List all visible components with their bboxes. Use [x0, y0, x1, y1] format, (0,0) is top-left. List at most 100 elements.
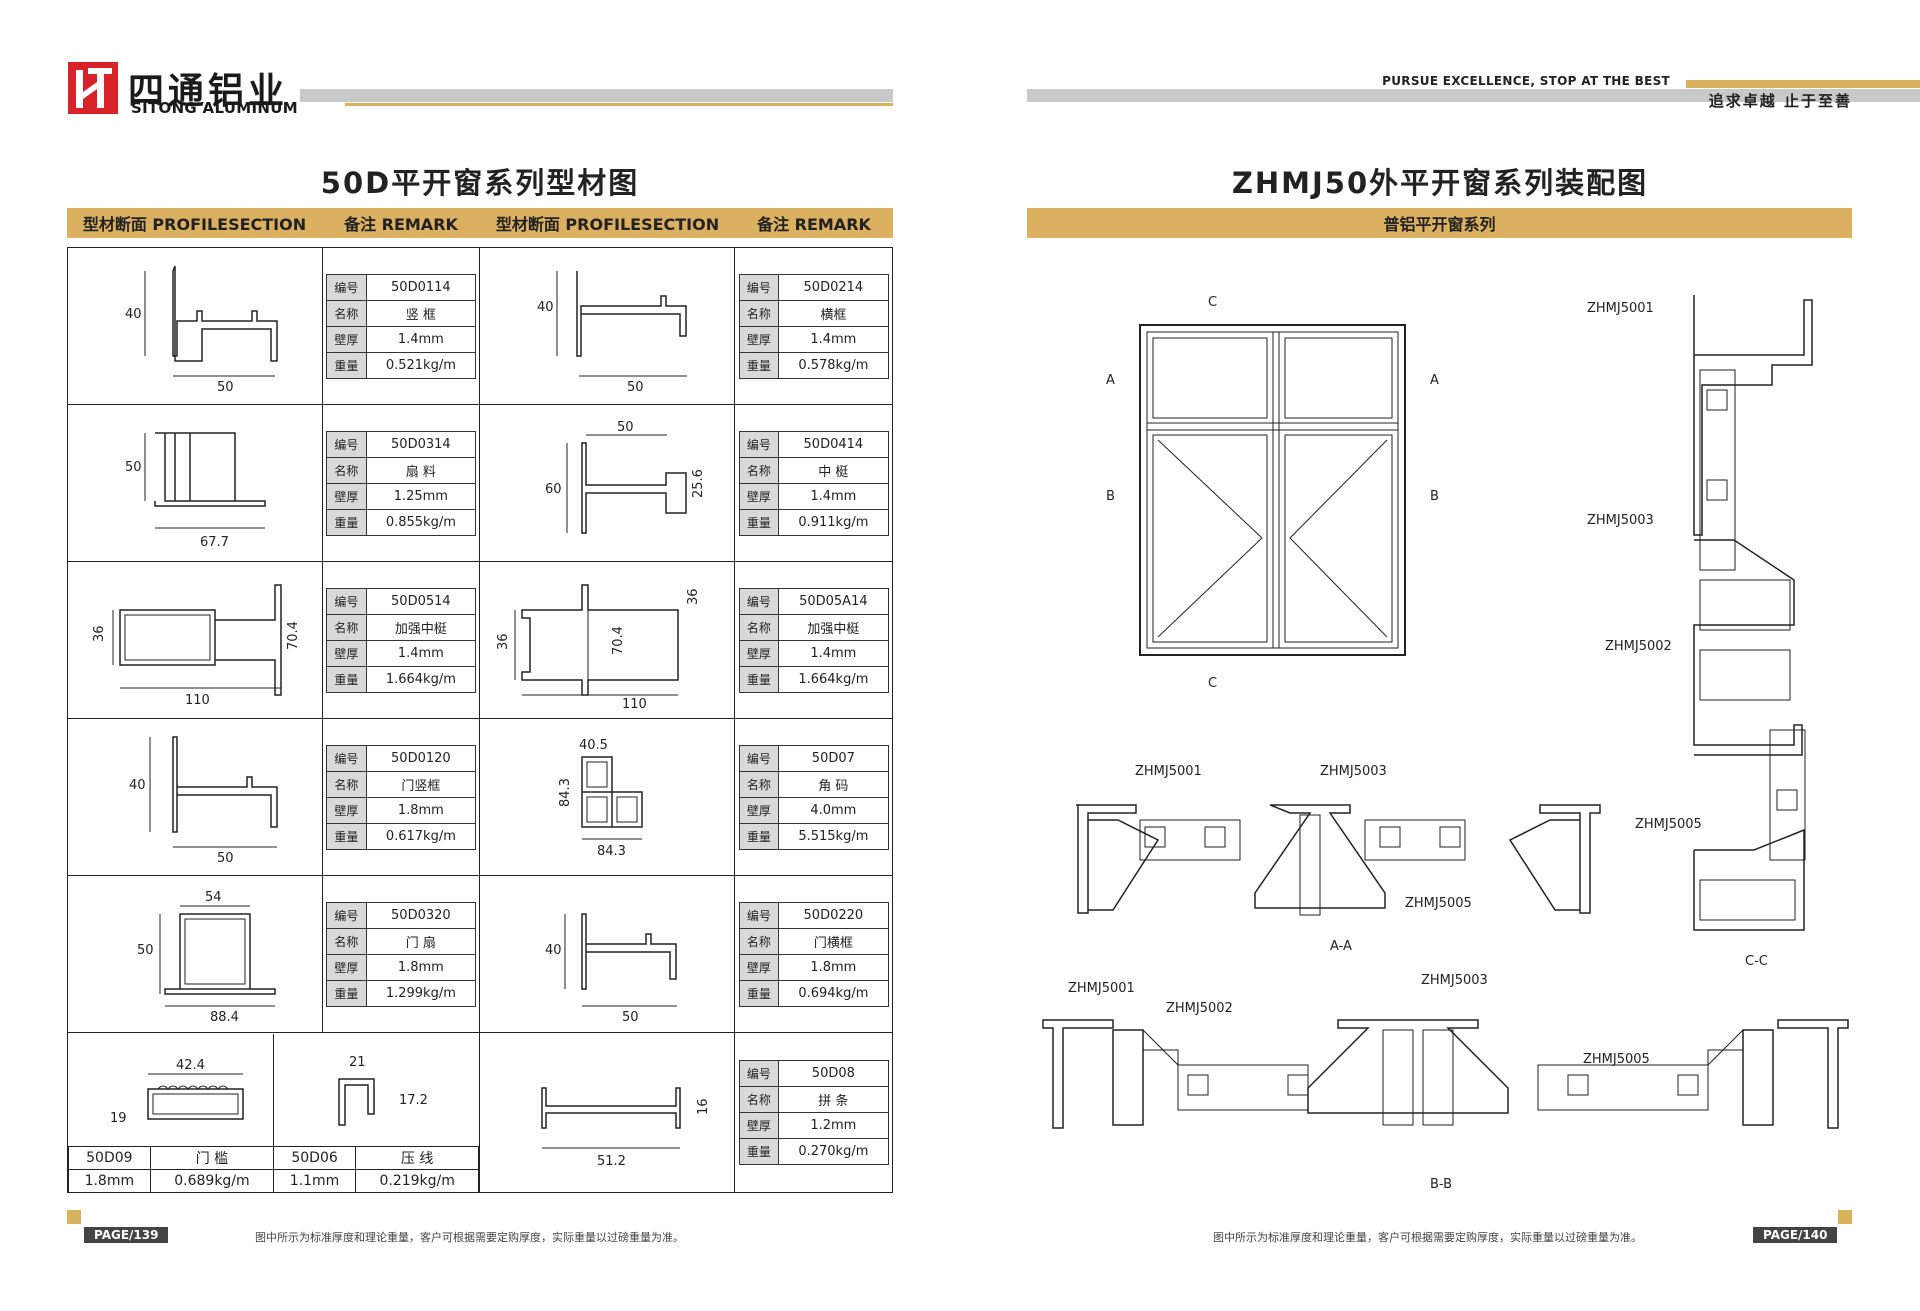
- profile-drawing: 36 36 70.4 110: [479, 561, 736, 719]
- dim-label: 54: [205, 890, 222, 905]
- spec-thickness: 4.0mm: [778, 796, 889, 824]
- spec-key: 名称: [326, 299, 367, 327]
- spec-code: 50D0120: [365, 744, 477, 772]
- spec-name: 角 码: [778, 770, 889, 798]
- spec-key: 壁厚: [738, 796, 780, 824]
- spec-thickness: 1.8mm: [778, 953, 889, 981]
- part-label: ZHMJ5002: [1166, 1001, 1233, 1016]
- header-bar: [1027, 89, 1920, 102]
- spec-key: 壁厚: [738, 482, 780, 510]
- part-label: ZHMJ5003: [1421, 973, 1488, 988]
- profile-drawing: 54 50 88.4: [67, 875, 323, 1033]
- subtitle-text: 普铝平开窗系列: [1383, 215, 1496, 234]
- col-header: 备注 REMARK: [344, 215, 458, 234]
- dim-label: 67.7: [200, 535, 229, 550]
- section-cc: ZHMJ5001 ZHMJ5003 ZHMJ5002 ZHMJ5005 C-C: [1587, 295, 1813, 969]
- spec-weight: 1.299kg/m: [365, 979, 477, 1007]
- profile-drawing: 36 70.4 110: [67, 561, 323, 719]
- section-label: A-A: [1330, 939, 1352, 954]
- spec-key: 重量: [326, 508, 367, 536]
- spec-thickness: 1.25mm: [365, 482, 477, 510]
- spec-key: 重量: [738, 351, 780, 379]
- footnote-left: 图中所示为标准厚度和理论重量，客户可根据需要定购厚度，实际重量以过磅重量为准。: [255, 1231, 684, 1244]
- spec-key: 编号: [738, 1060, 780, 1087]
- spec-key: 壁厚: [326, 482, 367, 510]
- spec-weight: 0.521kg/m: [365, 351, 477, 379]
- spec-weight: 5.515kg/m: [778, 822, 889, 850]
- col-header: 备注 REMARK: [757, 215, 871, 234]
- part-label: ZHMJ5002: [1605, 639, 1672, 654]
- spec-name: 竖 框: [365, 299, 477, 327]
- spec-key: 重量: [326, 822, 367, 850]
- spec-code: 50D0414: [778, 430, 889, 458]
- dim-label: 70.4: [286, 621, 301, 650]
- spec-name: 拼 条: [778, 1086, 889, 1113]
- spec-key: 编号: [738, 273, 780, 301]
- spec-code: 50D0214: [778, 273, 889, 301]
- page-number-right: PAGE/140: [1753, 1227, 1838, 1243]
- small-spec-table: 50D09 门 槛 50D06 压 线 1.8mm 0.689kg/m 1.1m…: [68, 1145, 480, 1193]
- spec-code: 50D06: [273, 1145, 356, 1170]
- slogan-cn: 追求卓越 止于至善: [1708, 92, 1852, 110]
- spec-name: 中 梃: [778, 456, 889, 484]
- spec-key: 名称: [738, 613, 780, 641]
- marker-label: A: [1106, 373, 1115, 388]
- brand-name-en: SITONG ALUMINUM: [131, 99, 298, 117]
- part-label: ZHMJ5001: [1135, 764, 1202, 779]
- spec-key: 名称: [738, 456, 780, 484]
- spec-weight: 0.578kg/m: [778, 351, 889, 379]
- spec-key: 编号: [326, 901, 367, 929]
- header-bar: [300, 89, 893, 102]
- spec-key: 编号: [738, 744, 780, 772]
- spec-thickness: 1.4mm: [365, 325, 477, 353]
- spec-key: 壁厚: [738, 1112, 780, 1139]
- dim-label: 36: [92, 625, 107, 642]
- spec-key: 名称: [738, 927, 780, 955]
- spec-weight: 0.219kg/m: [354, 1168, 480, 1193]
- dim-label: 84.3: [597, 844, 626, 859]
- dim-label: 17.2: [399, 1093, 428, 1108]
- dim-label: 50: [217, 380, 234, 395]
- spec-weight: 0.689kg/m: [149, 1168, 275, 1193]
- page-title-right: ZHMJ50外平开窗系列装配图: [1231, 166, 1649, 200]
- profile-drawing: 16 51.2: [479, 1032, 736, 1193]
- spec-key: 名称: [738, 1086, 780, 1113]
- section-subtitle: 普铝平开窗系列: [1027, 208, 1852, 238]
- spec-key: 壁厚: [326, 325, 367, 353]
- spec-key: 重量: [326, 351, 367, 379]
- section-label: C-C: [1745, 954, 1768, 969]
- window-elevation: A A B B C C: [1106, 295, 1439, 691]
- spec-code: 50D0220: [778, 901, 889, 929]
- dim-label: 50: [622, 1010, 639, 1024]
- spec-key: 重量: [738, 979, 780, 1007]
- spec-key: 重量: [738, 508, 780, 536]
- spec-weight: 0.855kg/m: [365, 508, 477, 536]
- spec-code: 50D07: [778, 744, 889, 772]
- spec-weight: 1.664kg/m: [778, 665, 889, 693]
- dim-label: 88.4: [210, 1010, 239, 1024]
- dim-label: 16: [696, 1098, 711, 1115]
- section-aa: ZHMJ5001 ZHMJ5003 ZHMJ5005 A-A: [1076, 764, 1601, 954]
- spec-key: 编号: [326, 430, 367, 458]
- dim-label: 110: [622, 697, 647, 710]
- spec-key: 编号: [738, 901, 780, 929]
- spec-thickness: 1.8mm: [365, 953, 477, 981]
- profile-drawing: 50 67.7: [67, 404, 323, 562]
- dim-label: 50: [137, 943, 154, 958]
- spec-key: 重量: [738, 1138, 780, 1165]
- spec-key: 重量: [326, 979, 367, 1007]
- spec-key: 编号: [738, 587, 780, 615]
- spec-key: 编号: [326, 744, 367, 772]
- part-label: ZHMJ5001: [1587, 301, 1654, 316]
- spec-name: 扇 料: [365, 456, 477, 484]
- marker-label: B: [1106, 489, 1115, 504]
- profile-drawing: 40 50: [67, 718, 323, 876]
- profile-drawing: 21 17.2: [274, 1034, 481, 1146]
- profile-drawing: 40 50: [479, 247, 736, 405]
